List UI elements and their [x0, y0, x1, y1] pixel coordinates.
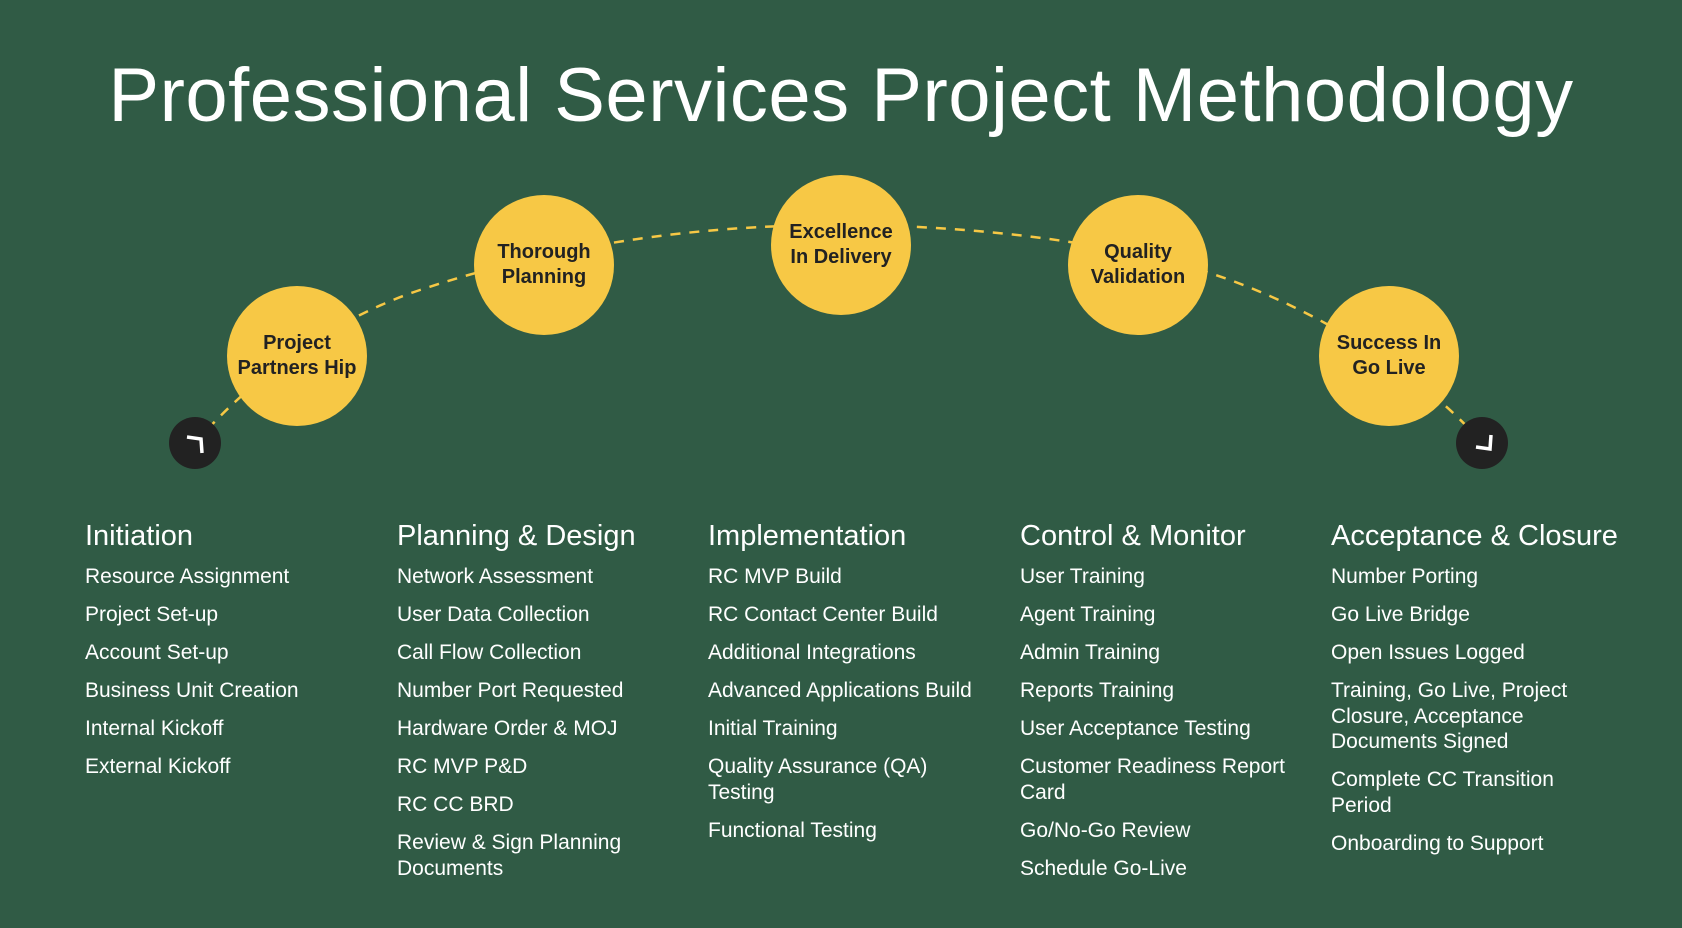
phase-task-item: RC CC BRD	[397, 793, 514, 816]
phase-task-item: Internal Kickoff	[85, 717, 224, 740]
phase-task-item: Additional Integrations	[708, 641, 916, 664]
phase-task-item: Go Live Bridge	[1331, 603, 1470, 626]
phase-task-item: Onboarding to Support	[1331, 832, 1544, 856]
phase-task-item: User Acceptance Testing	[1020, 717, 1251, 740]
phase-task-item: Admin Training	[1020, 641, 1161, 664]
phase-heading: Implementation	[708, 520, 907, 552]
phase-task-item: Quality Assurance (QA) Testing	[708, 755, 928, 804]
phase-task-item: Customer Readiness Report Card	[1020, 755, 1285, 804]
node-label: Quality Validation	[1090, 241, 1186, 288]
phase-task-item: Project Set-up	[85, 603, 219, 626]
node-excellence-in-delivery: Excellence In Delivery	[771, 175, 911, 315]
phase-task-item: Go/No-Go Review	[1020, 818, 1191, 842]
phase-task-item: Reports Training	[1020, 679, 1175, 702]
phase-task-item: Open Issues Logged	[1331, 641, 1525, 664]
node-thorough-planning: Thorough Planning	[474, 195, 614, 335]
phase-heading: Acceptance & Closure	[1331, 520, 1618, 552]
phase-task-item: Number Porting	[1331, 565, 1479, 588]
node-label: Thorough Planning	[497, 241, 591, 288]
phase-task-item: Review & Sign Planning Documents	[397, 831, 622, 880]
phase-task-item: Business Unit Creation	[85, 679, 299, 702]
phase-heading: Planning & Design	[397, 520, 636, 552]
phase-heading: Control & Monitor	[1020, 520, 1246, 552]
phase-task-item: Functional Testing	[708, 818, 877, 842]
phase-task-item: Advanced Applications Build	[708, 679, 972, 702]
phase-task-item: Number Port Requested	[397, 679, 624, 702]
node-label: Excellence In Delivery	[789, 221, 893, 268]
node-label: Success In Go Live	[1336, 332, 1442, 379]
node-quality-validation: Quality Validation	[1068, 195, 1208, 335]
phase-task-item: User Training	[1020, 565, 1145, 588]
phase-task-item: Network Assessment	[397, 565, 594, 588]
phase-task-item: RC MVP P&D	[397, 755, 528, 778]
phase-task-item: Training, Go Live, Project Closure, Acce…	[1331, 679, 1568, 754]
phase-task-item: Resource Assignment	[85, 565, 290, 588]
phase-task-item: Agent Training	[1020, 603, 1156, 626]
phase-task-item: User Data Collection	[397, 603, 590, 626]
phase-column: Implementation RC MVP Build RC Contact Cen…	[708, 518, 1008, 856]
phase-task-item: Initial Training	[708, 717, 838, 740]
phase-task-item: External Kickoff	[85, 755, 231, 778]
phase-task-item: RC Contact Center Build	[708, 603, 938, 626]
node-project-partnership: Project Partners Hip	[227, 286, 367, 426]
node-success-in-go-live: Success In Go Live	[1319, 286, 1459, 426]
page-title: Professional Services Project Methodolog…	[108, 53, 1574, 138]
phase-task-item: Hardware Order & MOJ	[397, 717, 618, 740]
phase-task-item: RC MVP Build	[708, 565, 842, 588]
phase-task-item: Complete CC Transition Period	[1331, 768, 1554, 818]
phase-heading: Initiation	[85, 520, 194, 552]
end-corner-arrow-icon	[1456, 417, 1508, 469]
node-label: Project Partners Hip	[237, 332, 357, 379]
phase-task-item: Account Set-up	[85, 641, 229, 664]
start-corner-arrow-icon	[169, 417, 221, 469]
phase-task-item: Schedule Go-Live	[1020, 856, 1187, 880]
phase-task-item: Call Flow Collection	[397, 641, 582, 664]
